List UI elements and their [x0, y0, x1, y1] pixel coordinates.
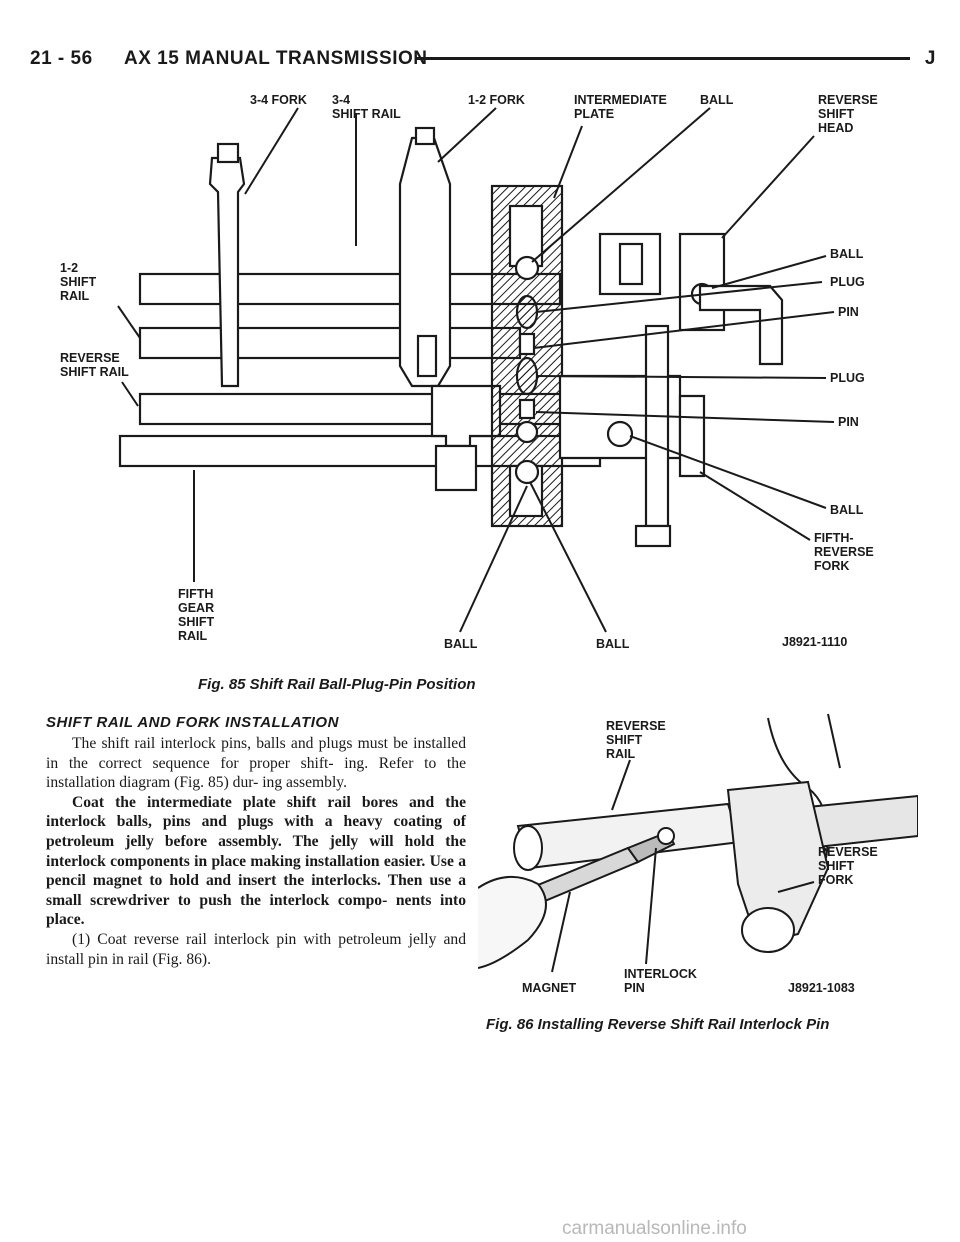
- label-reverse-shift-rail-line1: REVERSE: [60, 351, 120, 365]
- figure-86-illustration: REVERSE SHIFT RAIL REVERSE SHIFT FORK MA…: [478, 713, 918, 995]
- label-plug-right-2: PLUG: [830, 371, 865, 385]
- figure-85-shift-rail-diagram: 3-4 FORK 3-4 SHIFT RAIL 1-2 FORK INTERME…: [40, 86, 920, 666]
- label-fifth-gear-shift-rail-line4: RAIL: [178, 629, 208, 643]
- paragraph-intro: The shift rail interlock pins, balls and…: [46, 735, 466, 792]
- label-pin-right-2: PIN: [838, 415, 859, 429]
- label-reverse-shift-rail-line2: SHIFT RAIL: [60, 365, 129, 379]
- label-fifth-gear-shift-rail-line3: SHIFT: [178, 615, 214, 629]
- figure-85-illustration: 3-4 FORK 3-4 SHIFT RAIL 1-2 FORK INTERME…: [60, 93, 878, 651]
- figure-85-caption: Fig. 85 Shift Rail Ball-Plug-Pin Positio…: [198, 676, 476, 693]
- label-pin-right-1: PIN: [838, 305, 859, 319]
- label-fifth-reverse-fork-line3: FORK: [814, 559, 849, 573]
- header-letter: J: [924, 48, 936, 69]
- label-ball-right-1: BALL: [830, 247, 864, 261]
- label-reverse-shift-fork-line1: REVERSE: [818, 845, 878, 859]
- watermark: carmanualsonline.info: [562, 1218, 747, 1239]
- label-1-2-shift-rail-line1: 1-2: [60, 261, 78, 275]
- label-reverse-shift-head-line2: SHIFT: [818, 107, 854, 121]
- section-title: SHIFT RAIL AND FORK INSTALLATION: [46, 714, 339, 731]
- label-ball-bottom-2: BALL: [596, 637, 630, 651]
- page-header: 21 - 56 AX 15 MANUAL TRANSMISSION J: [30, 48, 936, 72]
- label-3-4-shift-rail-line2: SHIFT RAIL: [332, 107, 401, 121]
- label-ball-bottom-1: BALL: [444, 637, 478, 651]
- label-plug-right-1: PLUG: [830, 275, 865, 289]
- label-ball-top: BALL: [700, 93, 734, 107]
- label-1-2-fork: 1-2 FORK: [468, 93, 525, 107]
- label-interlock-pin-line1: INTERLOCK: [624, 967, 697, 981]
- label-reverse-shift-rail-line3: RAIL: [606, 747, 636, 761]
- label-reverse-shift-rail-line2: SHIFT: [606, 733, 642, 747]
- label-reverse-shift-head-line1: REVERSE: [818, 93, 878, 107]
- label-fifth-reverse-fork-line2: REVERSE: [814, 545, 874, 559]
- figure-85-code: J8921-1110: [782, 635, 847, 649]
- label-intermediate-plate-line1: INTERMEDIATE: [574, 93, 667, 107]
- header-rule: [416, 57, 910, 60]
- label-reverse-shift-fork-line2: SHIFT: [818, 859, 854, 873]
- label-intermediate-plate-line2: PLATE: [574, 107, 614, 121]
- label-3-4-fork: 3-4 FORK: [250, 93, 307, 107]
- label-interlock-pin-line2: PIN: [624, 981, 645, 995]
- chapter-title: AX 15 MANUAL TRANSMISSION: [124, 48, 428, 69]
- label-magnet: MAGNET: [522, 981, 577, 995]
- figure-86-caption: Fig. 86 Installing Reverse Shift Rail In…: [486, 1016, 830, 1033]
- figure-86-interlock-pin-photo: REVERSE SHIFT RAIL REVERSE SHIFT FORK MA…: [478, 708, 918, 1008]
- figure-86-code: J8921-1083: [788, 981, 855, 995]
- label-reverse-shift-rail-line1: REVERSE: [606, 719, 666, 733]
- paragraph-step-1: (1) Coat reverse rail interlock pin with…: [46, 930, 466, 968]
- section-body: The shift rail interlock pins, balls and…: [46, 734, 466, 969]
- label-reverse-shift-fork-line3: FORK: [818, 873, 853, 887]
- label-fifth-gear-shift-rail-line1: FIFTH: [178, 587, 213, 601]
- label-1-2-shift-rail-line2: SHIFT: [60, 275, 96, 289]
- label-1-2-shift-rail-line3: RAIL: [60, 289, 90, 303]
- page-number: 21 - 56: [30, 48, 93, 69]
- label-fifth-reverse-fork-line1: FIFTH-: [814, 531, 854, 545]
- label-ball-right-2: BALL: [830, 503, 864, 517]
- label-fifth-gear-shift-rail-line2: GEAR: [178, 601, 214, 615]
- label-3-4-shift-rail-line1: 3-4: [332, 93, 350, 107]
- label-reverse-shift-head-line3: HEAD: [818, 121, 853, 135]
- paragraph-caution: Coat the intermediate plate shift rail b…: [46, 793, 466, 929]
